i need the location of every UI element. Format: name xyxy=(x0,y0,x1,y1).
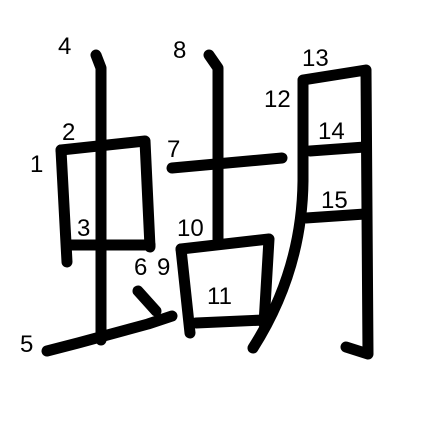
stroke-number-label: 6 xyxy=(134,254,147,281)
stroke-4 xyxy=(90,49,107,346)
stroke-number-label: 3 xyxy=(77,215,90,242)
stroke-number-label: 12 xyxy=(264,86,291,113)
stroke-number-label: 2 xyxy=(62,119,75,146)
stroke-layer xyxy=(41,49,374,360)
stroke-14 xyxy=(304,141,371,157)
stroke-7 xyxy=(166,152,288,174)
stroke-number-label: 4 xyxy=(58,33,71,60)
stroke-number-label: 8 xyxy=(173,37,186,64)
stroke-6 xyxy=(132,285,162,317)
stroke-9 xyxy=(175,243,196,339)
stroke-10 xyxy=(175,233,275,330)
stroke-number-label: 13 xyxy=(302,45,329,72)
stroke-number-label: 14 xyxy=(318,118,345,145)
stroke-8 xyxy=(203,49,224,245)
stroke-2 xyxy=(55,135,156,253)
stroke-number-label: 10 xyxy=(177,215,204,242)
stroke-number-label: 7 xyxy=(167,136,180,163)
stroke-number-label: 1 xyxy=(30,151,43,178)
stroke-number-label: 11 xyxy=(207,283,232,310)
stroke-11 xyxy=(190,314,270,329)
stroke-number-label: 9 xyxy=(157,254,170,281)
stroke-number-label: 15 xyxy=(321,187,348,214)
stroke-12 xyxy=(247,76,309,354)
stroke-5 xyxy=(41,310,178,357)
stroke-15 xyxy=(300,208,371,224)
stroke-number-label: 5 xyxy=(20,331,33,358)
